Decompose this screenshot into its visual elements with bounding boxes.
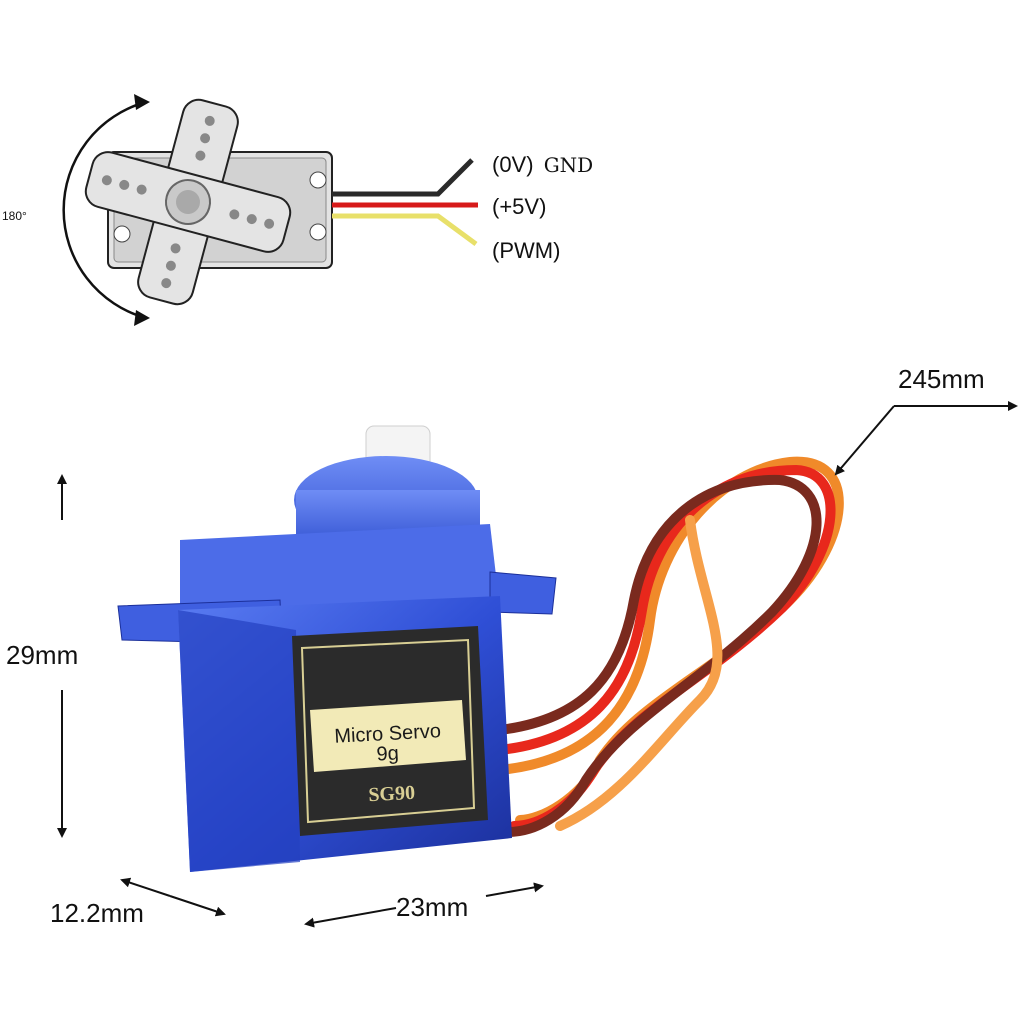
pin-gnd-name: GND [544,153,594,177]
servo-cable [495,456,844,837]
servo-schematic: 180° [2,94,593,326]
mount-hole-left-bottom [113,225,131,243]
width-arrow [304,907,397,928]
servo-top-deck [180,524,500,610]
label-plate: Micro Servo 9g SG90 [292,626,488,836]
arrow-up-icon [134,94,150,110]
pin-gnd: (0V) GND [492,152,593,177]
height-label: 29mm [6,640,78,670]
cable-length-label: 245mm [898,364,985,394]
arrow-down-icon [134,310,150,326]
rotation-arc [62,100,147,320]
schematic-wires [332,158,478,247]
mount-hole-right-bottom [309,223,327,241]
wire-gnd [332,158,474,197]
depth-arrow [120,877,171,897]
width-label: 23mm [396,892,468,922]
pin-signal: (PWM) [492,238,560,263]
pin-gnd-voltage: (0V) [492,152,534,177]
servo-product: Micro Servo 9g SG90 [117,425,844,872]
label-text-line2: 9g [376,742,399,765]
pin-vcc: (+5V) [492,194,546,219]
dimension-annotations [57,401,1018,928]
depth-label: 12.2mm [50,898,144,928]
rotation-angle-label: 180° [2,209,27,223]
wire-signal [332,213,478,247]
mount-hole-right-top [309,171,327,189]
servo-horn [84,98,292,306]
model-name: SG90 [368,782,416,806]
